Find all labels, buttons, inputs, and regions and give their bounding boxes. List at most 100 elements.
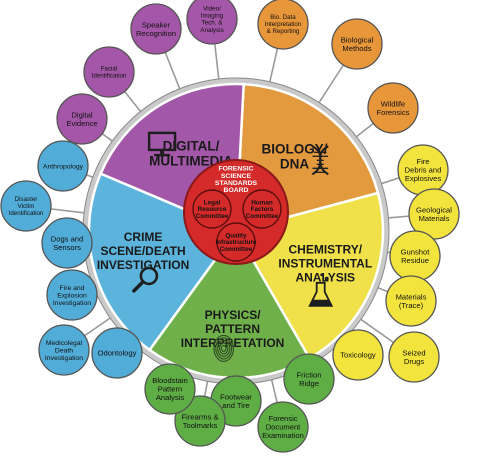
bubble-label: Anthropology <box>43 163 84 170</box>
committee-quality-label-line: Committee <box>220 246 253 253</box>
segment-label-digital-line: MULTIMEDIA <box>149 153 233 168</box>
standards-board-label-line: FORENSIC <box>218 166 253 173</box>
committee-quality-label-line: Infrastructure <box>216 239 257 246</box>
segment-label-digital: DIGITAL/MULTIMEDIA <box>149 138 233 168</box>
segment-label-chemistry-line: INSTRUMENTAL <box>278 257 372 271</box>
bubble-label-line: Methods <box>342 44 371 53</box>
bubble-label: Odontology <box>98 349 137 358</box>
committee-human-circle <box>242 189 282 229</box>
bubble-label-line: Geological <box>416 205 452 214</box>
bubble-label: Toxicology <box>340 351 376 360</box>
bubble-circle <box>46 269 98 321</box>
bubble-label-line: Recognition <box>136 29 176 38</box>
bubble-circle <box>388 331 440 383</box>
committee-quality-label-line: Quality <box>225 232 247 239</box>
committee-quality-circle <box>216 222 256 262</box>
standards-board-circle <box>183 159 289 265</box>
segment-label-biology-line: BIOLOGY/ <box>261 141 327 156</box>
bubble-label-line: Interpretation <box>265 21 302 28</box>
bubble-circle <box>38 324 90 376</box>
segment-label-biology: BIOLOGY/DNA <box>261 141 327 171</box>
bubble-circle <box>41 217 93 269</box>
bubble-circle <box>91 327 143 379</box>
bubble-circle <box>385 275 437 327</box>
bubble-label-line: Forensics <box>377 108 410 117</box>
bubble-label-line: Fire and <box>60 285 85 292</box>
bubble-label-line: Bloodstain <box>152 376 187 385</box>
bubble-circle <box>130 3 182 55</box>
bubble-circle <box>257 401 309 453</box>
bubble-label-line: Bio. Data <box>270 14 296 21</box>
bubble-label-line: Gunshot <box>401 247 431 256</box>
magnifier-icon <box>132 266 159 293</box>
segment-label-crime-line: INVESTIGATION <box>97 258 189 272</box>
bubble-label-line: Disaster <box>15 196 38 203</box>
segment-label-crime-line: CRIME <box>124 230 163 244</box>
standards-board-label-line: SCIENCE <box>221 173 252 180</box>
bubble-label-line: Sensors <box>53 243 81 252</box>
committee-legal-label-line: Committee <box>196 213 229 220</box>
segment-label-physics-line: PHYSICS/ <box>205 308 262 322</box>
bubble-circle <box>144 363 196 415</box>
bubble-label-line: Materials <box>419 214 450 223</box>
committee-legal-circle <box>192 189 232 229</box>
segment-label-crime-line: SCENE/DEATH <box>101 244 186 258</box>
bubble-label-line: Ridge <box>299 379 319 388</box>
bubble-label-line: Dogs and <box>51 234 84 243</box>
bubble-label-line: Odontology <box>98 349 137 358</box>
bubble-label-line: Debris and <box>405 166 442 175</box>
bubble-circle <box>174 395 226 447</box>
bubble-label-line: Wildlife <box>381 99 405 108</box>
segment-label-biology-line: DNA <box>280 156 309 171</box>
bubble-label-line: Death <box>55 347 73 354</box>
bubble-label-line: Imaging <box>201 13 224 20</box>
bubble-label-line: Seized <box>402 348 425 357</box>
segment-label-chemistry-line: CHEMISTRY/ <box>288 243 362 257</box>
bubble-label-line: Identification <box>9 210 44 217</box>
bubble-circle <box>0 180 52 232</box>
fingerprint-icon <box>213 334 234 362</box>
bubble-label-line: Analysis <box>200 27 223 34</box>
bubble-circle <box>83 46 135 98</box>
bubble-label-line: Investigation <box>53 300 91 307</box>
bubble-circle <box>283 353 335 405</box>
bubble-label-line: Video/ <box>203 6 221 13</box>
bubble-label-line: Identification <box>92 73 127 80</box>
bubble-label-line: Tech. & <box>202 20 224 27</box>
bubble-label-line: Forensic <box>268 414 297 423</box>
bubble-label-line: Victim <box>18 203 35 210</box>
bubble-label-line: Investigation <box>45 355 83 362</box>
bubble-label-line: Footwear <box>220 392 252 401</box>
bubble-circle <box>257 0 309 50</box>
bubble-label-line: Drugs <box>404 357 424 366</box>
bubble-label-line: (Trace) <box>399 301 424 310</box>
bubble-circle <box>37 140 89 192</box>
bubble-label-line: Firearms & <box>181 412 218 421</box>
monitor-icon <box>147 131 177 157</box>
dna-icon <box>311 145 329 176</box>
bubble-label-line: Residue <box>401 256 429 265</box>
bubble-label-line: Materials <box>396 292 427 301</box>
bubble-circle <box>331 18 383 70</box>
bubble-label-line: Toxicology <box>340 351 376 360</box>
bubble-label-line: & Reporting <box>267 28 300 35</box>
